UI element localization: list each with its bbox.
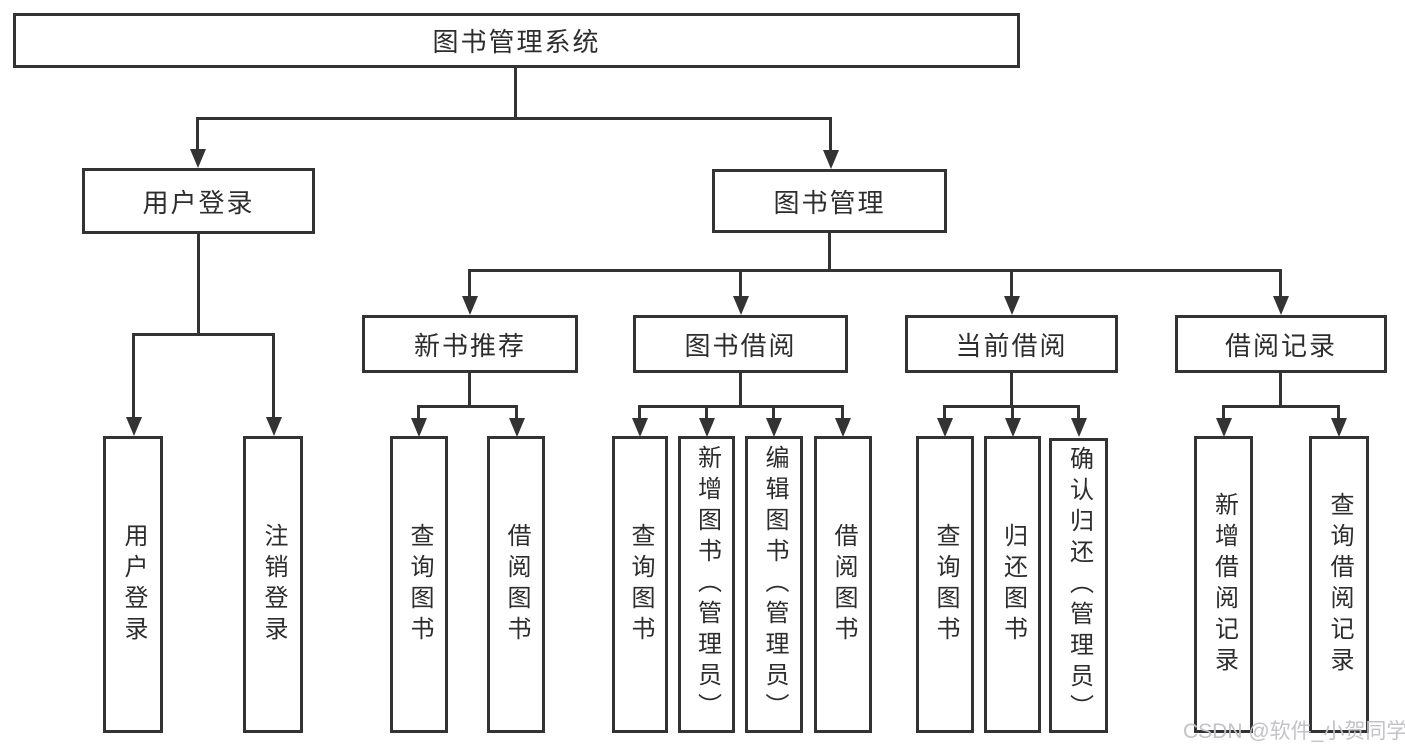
edge-current-borrowing-stem — [1010, 373, 1013, 407]
edge-to-book-borrowing-arrowhead — [733, 296, 749, 315]
node-book-management: 图书管理 — [712, 169, 947, 233]
leaf-logout-label: 注销登录 — [260, 522, 287, 647]
leaf-edit-books-admin-label: 编辑图书（管理员） — [761, 445, 788, 724]
edge-book-management-stem — [828, 233, 831, 271]
node-root: 图书管理系统 — [13, 13, 1020, 68]
csdn-watermark: CSDN @软件_小贺同学 — [1183, 720, 1405, 743]
edge-to-current-borrowing-arrowhead — [1004, 296, 1020, 315]
leaf-borrowing-borrow-books: 借阅图书 — [814, 436, 872, 733]
edge-book-borrowing-leaf1-arrowhead — [632, 418, 648, 437]
leaf-add-borrow-record: 新增借阅记录 — [1194, 436, 1253, 733]
leaf-add-books-admin-label: 新增图书（管理员） — [693, 445, 721, 724]
edge-new-book-leaf2-stem — [515, 405, 518, 423]
edge-borrowing-records-leaf2-stem — [1337, 405, 1340, 423]
edge-to-book-management-arrowhead — [823, 150, 839, 169]
leaf-add-books-admin: 新增图书（管理员） — [678, 436, 735, 733]
leaf-user-login: 用户登录 — [103, 436, 163, 733]
edge-book-borrowing-leaf4-arrowhead — [835, 418, 851, 437]
leaf-user-login-label: 用户登录 — [120, 522, 147, 647]
leaf-newbook-query-books: 查询图书 — [390, 436, 448, 733]
edge-current-borrowing-leaf1-arrowhead — [937, 418, 953, 437]
leaf-logout: 注销登录 — [243, 436, 303, 733]
edge-to-borrowing-records-arrowhead — [1273, 296, 1289, 315]
node-new-book-recommend-label: 新书推荐 — [413, 330, 526, 361]
leaf-current-query-books: 查询图书 — [916, 436, 974, 733]
leaf-borrowing-query-books: 查询图书 — [612, 436, 668, 733]
node-new-book-recommend: 新书推荐 — [362, 315, 578, 373]
edge-root-stem — [514, 68, 517, 119]
edge-borrowing-records-bus — [1222, 405, 1340, 408]
leaf-query-borrow-record: 查询借阅记录 — [1309, 436, 1369, 733]
edge-current-borrowing-leaf2-stem — [1011, 405, 1014, 423]
node-book-borrowing-label: 图书借阅 — [684, 330, 797, 361]
node-book-management-label: 图书管理 — [773, 187, 886, 218]
edge-user-login-leaf2-stem — [272, 333, 275, 420]
edge-root-bus — [196, 117, 832, 120]
edge-book-borrowing-leaf3-stem — [772, 405, 775, 423]
edge-borrowing-records-leaf1-arrowhead — [1216, 418, 1232, 437]
node-user-login: 用户登录 — [82, 168, 315, 234]
leaf-newbook-borrow-books-label: 借阅图书 — [503, 522, 530, 647]
node-current-borrowing-label: 当前借阅 — [955, 330, 1068, 361]
leaf-query-borrow-record-label: 查询借阅记录 — [1326, 491, 1353, 678]
edge-to-user-login-stem — [196, 117, 199, 153]
edge-current-borrowing-leaf3-stem — [1077, 405, 1080, 423]
edge-borrowing-records-leaf2-arrowhead — [1331, 418, 1347, 437]
leaf-newbook-query-books-label: 查询图书 — [406, 522, 433, 647]
edge-to-new-book-arrowhead — [462, 296, 478, 315]
leaf-borrowing-query-books-label: 查询图书 — [627, 522, 654, 647]
edge-book-borrowing-leaf1-stem — [638, 405, 641, 423]
edge-user-login-bus — [132, 333, 275, 336]
edge-to-current-borrowing-stem — [1010, 269, 1013, 301]
edge-to-user-login-arrowhead — [190, 149, 206, 168]
edge-to-new-book-stem — [468, 269, 471, 301]
leaf-return-books-label: 归还图书 — [999, 522, 1027, 647]
edge-current-borrowing-leaf3-arrowhead — [1071, 418, 1087, 437]
edge-borrowing-records-leaf1-stem — [1222, 405, 1225, 423]
edge-borrowing-records-stem — [1279, 373, 1282, 407]
edge-book-borrowing-leaf2-stem — [705, 405, 708, 423]
node-root-label: 图书管理系统 — [432, 27, 601, 57]
node-book-borrowing: 图书借阅 — [633, 315, 848, 373]
node-borrowing-records-label: 借阅记录 — [1224, 330, 1337, 361]
node-borrowing-records: 借阅记录 — [1175, 315, 1387, 373]
edge-new-book-leaf1-stem — [417, 405, 420, 423]
edge-user-login-leaf1-arrowhead — [126, 417, 142, 436]
edge-current-borrowing-leaf1-stem — [943, 405, 946, 423]
edge-book-borrowing-leaf4-stem — [841, 405, 844, 423]
edge-book-management-bus — [468, 269, 1282, 272]
edge-book-borrowing-bus — [638, 405, 844, 408]
edge-book-borrowing-stem — [739, 373, 742, 407]
edge-book-borrowing-leaf3-arrowhead — [766, 418, 782, 437]
leaf-add-borrow-record-label: 新增借阅记录 — [1210, 491, 1238, 678]
edge-new-book-leaf1-arrowhead — [411, 418, 427, 437]
leaf-edit-books-admin: 编辑图书（管理员） — [745, 436, 803, 733]
edge-new-book-bus — [417, 405, 518, 408]
edge-book-borrowing-leaf2-arrowhead — [699, 418, 715, 437]
leaf-confirm-return-admin: 确认归还（管理员） — [1049, 438, 1108, 733]
edge-new-book-leaf2-arrowhead — [509, 418, 525, 437]
leaf-return-books: 归还图书 — [984, 436, 1041, 733]
leaf-borrowing-borrow-books-label: 借阅图书 — [830, 522, 857, 647]
edge-to-book-management-stem — [829, 117, 832, 153]
leaf-current-query-books-label: 查询图书 — [932, 522, 959, 647]
edge-current-borrowing-leaf2-arrowhead — [1005, 418, 1021, 437]
edge-user-login-stem — [197, 234, 200, 336]
edge-to-borrowing-records-stem — [1279, 269, 1282, 301]
edge-new-book-stem — [468, 373, 471, 407]
edge-to-book-borrowing-stem — [739, 269, 742, 301]
edge-user-login-leaf1-stem — [132, 333, 135, 420]
leaf-newbook-borrow-books: 借阅图书 — [487, 436, 545, 733]
node-current-borrowing: 当前借阅 — [905, 315, 1118, 373]
leaf-confirm-return-admin-label: 确认归还（管理员） — [1065, 446, 1093, 725]
node-user-login-label: 用户登录 — [142, 187, 255, 218]
edge-user-login-leaf2-arrowhead — [266, 417, 282, 436]
